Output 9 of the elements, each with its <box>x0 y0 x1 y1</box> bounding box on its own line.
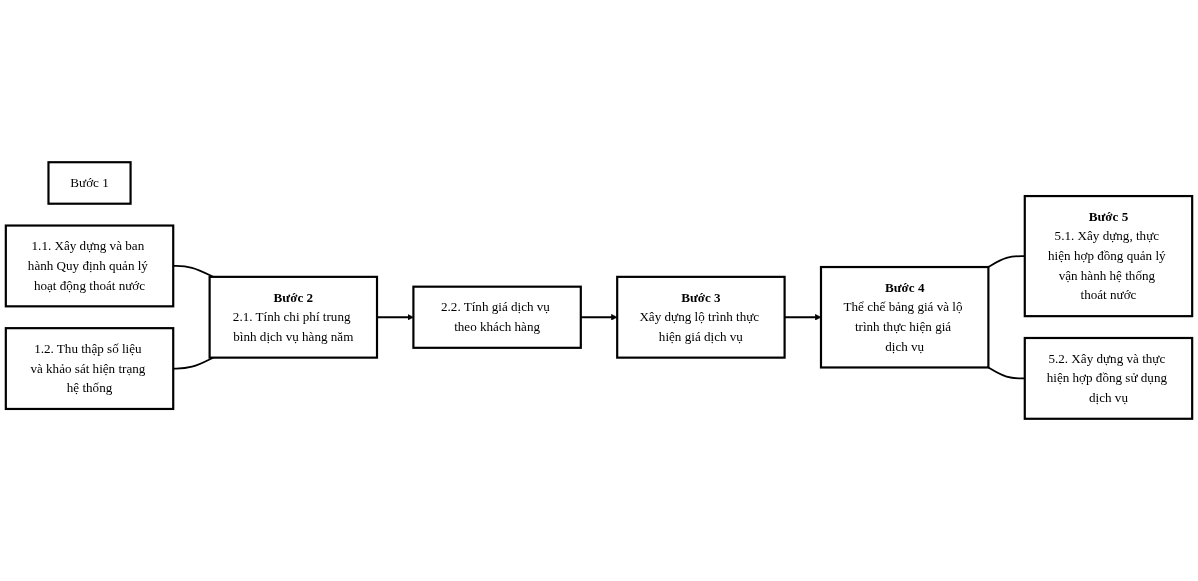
node-box: 1.1. Xây dựng và ban hành Quy định quản lý hoạt động thoát nước <box>4 224 175 308</box>
node-box: Bước 2 2.1. Tính chi phí trung bình dịch vụ hàng năm <box>208 275 379 359</box>
node-box: 2.2. Tính giá dịch vụ theo khách hàng <box>412 285 582 349</box>
node-box: Bước 5 5.1. Xây dựng, thực hiện hợp đồng quản lý vận hành hệ thống thoát nước <box>1023 194 1194 318</box>
node-box: Bước 1 <box>47 161 132 205</box>
node-box: 1.2. Thu thập số liệu và khảo sát hiện trạng hệ thống <box>4 327 175 411</box>
node-box: 5.2. Xây dựng và thực hiện hợp đồng sử dụng dịch vụ <box>1023 336 1194 420</box>
node-box: Bước 3 Xây dựng lộ trình thực hiện giá dịch vụ <box>616 275 786 359</box>
node-box: Bước 4 Thể chế bảng giá và lộ trình thực hiện giá dịch vụ <box>819 265 990 369</box>
